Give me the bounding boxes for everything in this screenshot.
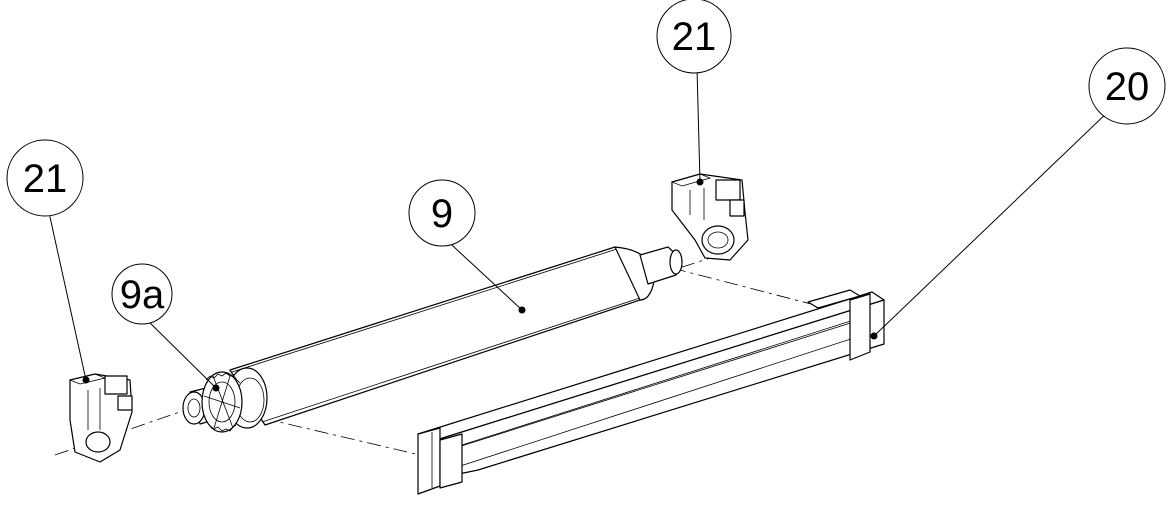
- callout-label-bracket-left: 21: [23, 157, 68, 201]
- callout-gear: 9a: [111, 263, 173, 325]
- leader-dots: [82, 178, 878, 392]
- bracket-right-part: [670, 173, 749, 261]
- callout-label-roller: 9: [431, 192, 453, 236]
- leader-lines: [47, 67, 1113, 389]
- callout-label-gear: 9a: [120, 273, 165, 317]
- callout-roller: 9: [408, 179, 476, 247]
- callout-label-bracket-right: 21: [672, 15, 717, 59]
- guide-rail-part: [417, 289, 885, 495]
- callout-label-frame: 20: [1105, 65, 1150, 109]
- callout-bracket-left: 21: [6, 139, 84, 217]
- callout-bracket-right: 21: [656, 0, 732, 74]
- bracket-left-part: [68, 373, 133, 463]
- gear-part: [201, 371, 243, 433]
- callout-frame: 20: [1088, 47, 1166, 125]
